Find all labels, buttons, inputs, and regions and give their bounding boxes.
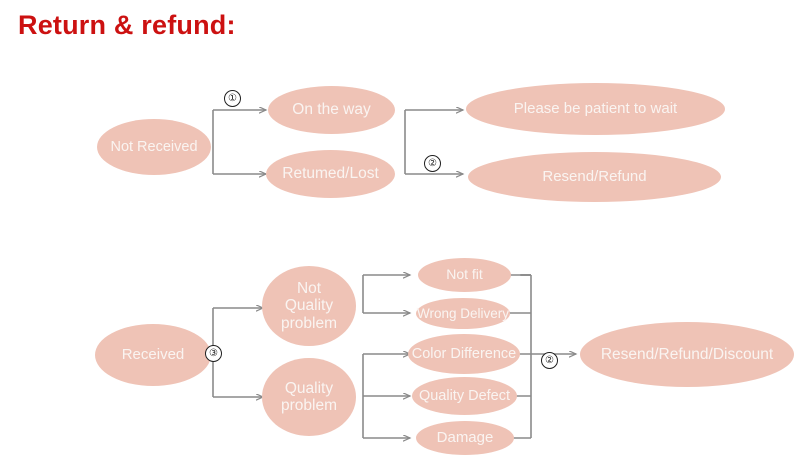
node-not-received[interactable]: Not Received (97, 119, 211, 175)
branch-marker-1: ① (224, 90, 241, 107)
node-color-difference[interactable]: Color Difference (408, 334, 520, 374)
merge-marker-2-row2: ② (541, 352, 558, 369)
node-not-quality-problem[interactable]: Not Quality problem (262, 266, 356, 346)
node-color-difference-label: Color Difference (411, 345, 517, 362)
node-resend-refund-label: Resend/Refund (542, 167, 647, 185)
node-returned-lost[interactable]: Retumed/Lost (266, 150, 395, 198)
node-quality-problem-label: Quality problem (281, 379, 337, 414)
node-quality-defect[interactable]: Quality Defect (412, 377, 517, 415)
node-on-the-way[interactable]: On the way (268, 86, 395, 134)
node-resend-refund[interactable]: Resend/Refund (468, 152, 721, 202)
node-please-be-patient-label: Please be patient to wait (513, 99, 678, 117)
node-not-received-label: Not Received (110, 138, 198, 155)
node-wrong-delivery[interactable]: Wrong Delivery (416, 298, 510, 329)
page-title: Return & refund: (18, 10, 236, 40)
node-not-fit-label: Not fit (446, 266, 483, 283)
node-wrong-delivery-label: Wrong Delivery (416, 305, 510, 321)
node-damage-label: Damage (436, 428, 494, 446)
branch-marker-3: ③ (205, 345, 222, 362)
node-resend-refund-discount[interactable]: Resend/Refund/Discount (580, 322, 794, 387)
node-not-fit[interactable]: Not fit (418, 258, 511, 292)
node-received[interactable]: Received (95, 324, 211, 386)
node-quality-problem[interactable]: Quality problem (262, 358, 356, 436)
branch-marker-2-row1: ② (424, 155, 441, 172)
node-received-label: Received (121, 345, 185, 363)
node-resend-refund-discount-label: Resend/Refund/Discount (600, 345, 774, 363)
node-damage[interactable]: Damage (416, 421, 514, 455)
node-returned-lost-label: Retumed/Lost (282, 165, 379, 183)
node-not-quality-problem-label: Not Quality problem (281, 279, 337, 332)
node-please-be-patient[interactable]: Please be patient to wait (466, 83, 725, 135)
node-on-the-way-label: On the way (292, 101, 371, 119)
node-quality-defect-label: Quality Defect (418, 387, 511, 404)
